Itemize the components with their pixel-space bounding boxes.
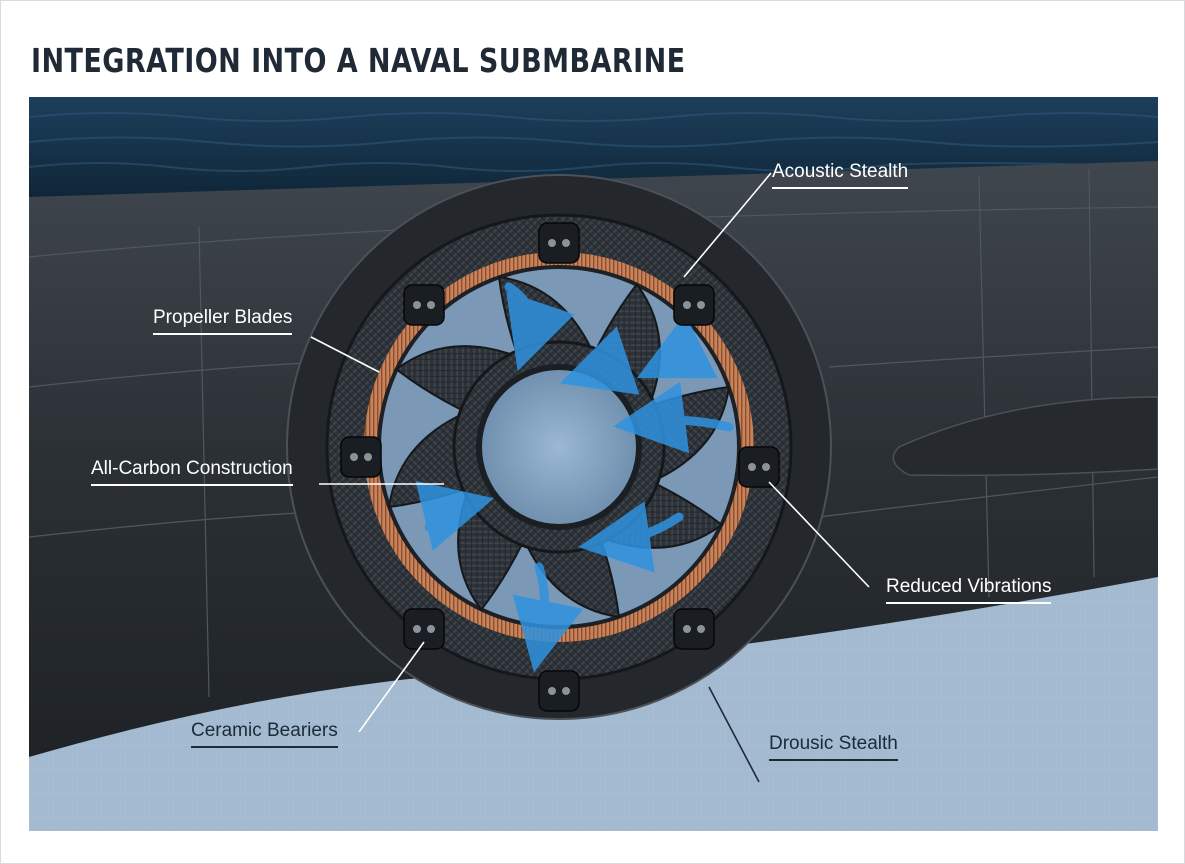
diving-plane (892, 396, 1158, 477)
label-drousic-stealth: Drousic Stealth (769, 733, 898, 761)
diagram-scene (29, 97, 1158, 831)
bolt-heads (350, 239, 770, 695)
sea-ripples (29, 112, 1158, 172)
hull-panel-lines (29, 168, 1158, 698)
label-propeller-blades: Propeller Blades (153, 307, 293, 335)
water-flow-arrows (415, 282, 734, 673)
label-reduced-vibrations: Reduced Vibrations (886, 576, 1052, 604)
label-all-carbon-construction: All-Carbon Construction (91, 458, 293, 486)
hub-center-opening (476, 364, 642, 530)
leader-line-dark (708, 686, 760, 783)
mounting-bolts (340, 222, 780, 712)
leader-lines (310, 172, 870, 733)
submarine-illustration (29, 97, 1158, 831)
page-title: INTEGRATION INTO A NAVAL SUBMBARINE (31, 41, 686, 80)
label-ceramic-bearings: Ceramic Beariers (191, 720, 338, 748)
label-acoustic-stealth: Acoustic Stealth (772, 161, 909, 189)
